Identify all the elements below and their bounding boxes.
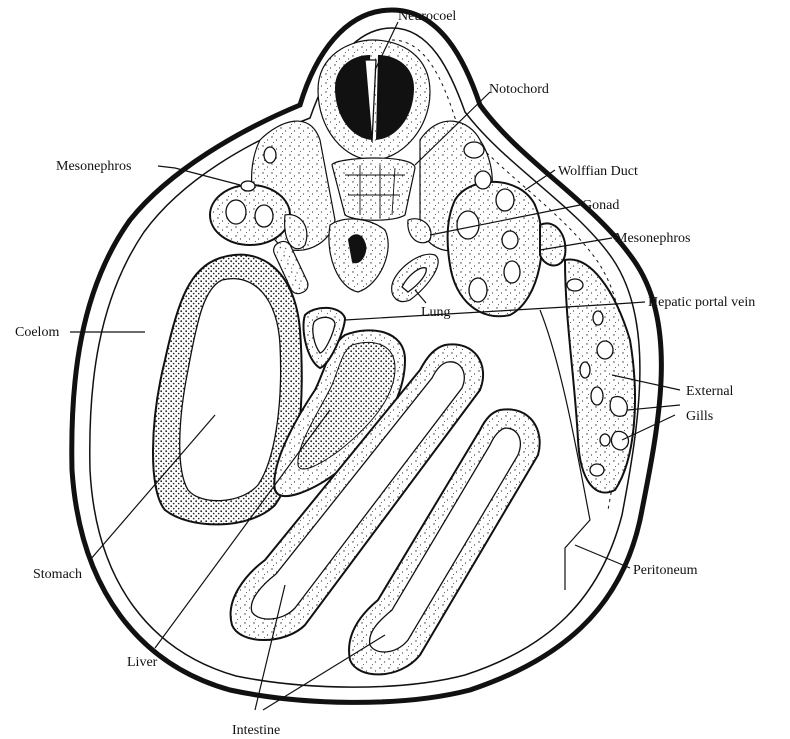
label-gonad: Gonad (582, 198, 619, 213)
lung (392, 254, 438, 301)
label-wolffian-duct: Wolffian Duct (558, 164, 638, 179)
label-hepatic-portal-vein: Hepatic portal vein (648, 295, 755, 310)
label-external-gills-2: Gills (686, 409, 713, 424)
label-peritoneum: Peritoneum (633, 563, 698, 578)
neural-tube (318, 40, 430, 160)
label-mesonephros-left: Mesonephros (56, 159, 131, 174)
label-neurocoel: Neurocoel (398, 9, 456, 24)
external-gills (565, 260, 635, 493)
label-stomach: Stomach (33, 567, 82, 582)
label-intestine: Intestine (232, 723, 280, 738)
label-liver: Liver (127, 655, 158, 670)
label-external-gills-1: External (686, 384, 734, 399)
label-lung: Lung (421, 305, 451, 320)
notochord (332, 158, 415, 220)
label-mesonephros-right: Mesonephros (615, 231, 690, 246)
label-coelom: Coelom (15, 325, 59, 340)
label-notochord: Notochord (489, 82, 549, 97)
